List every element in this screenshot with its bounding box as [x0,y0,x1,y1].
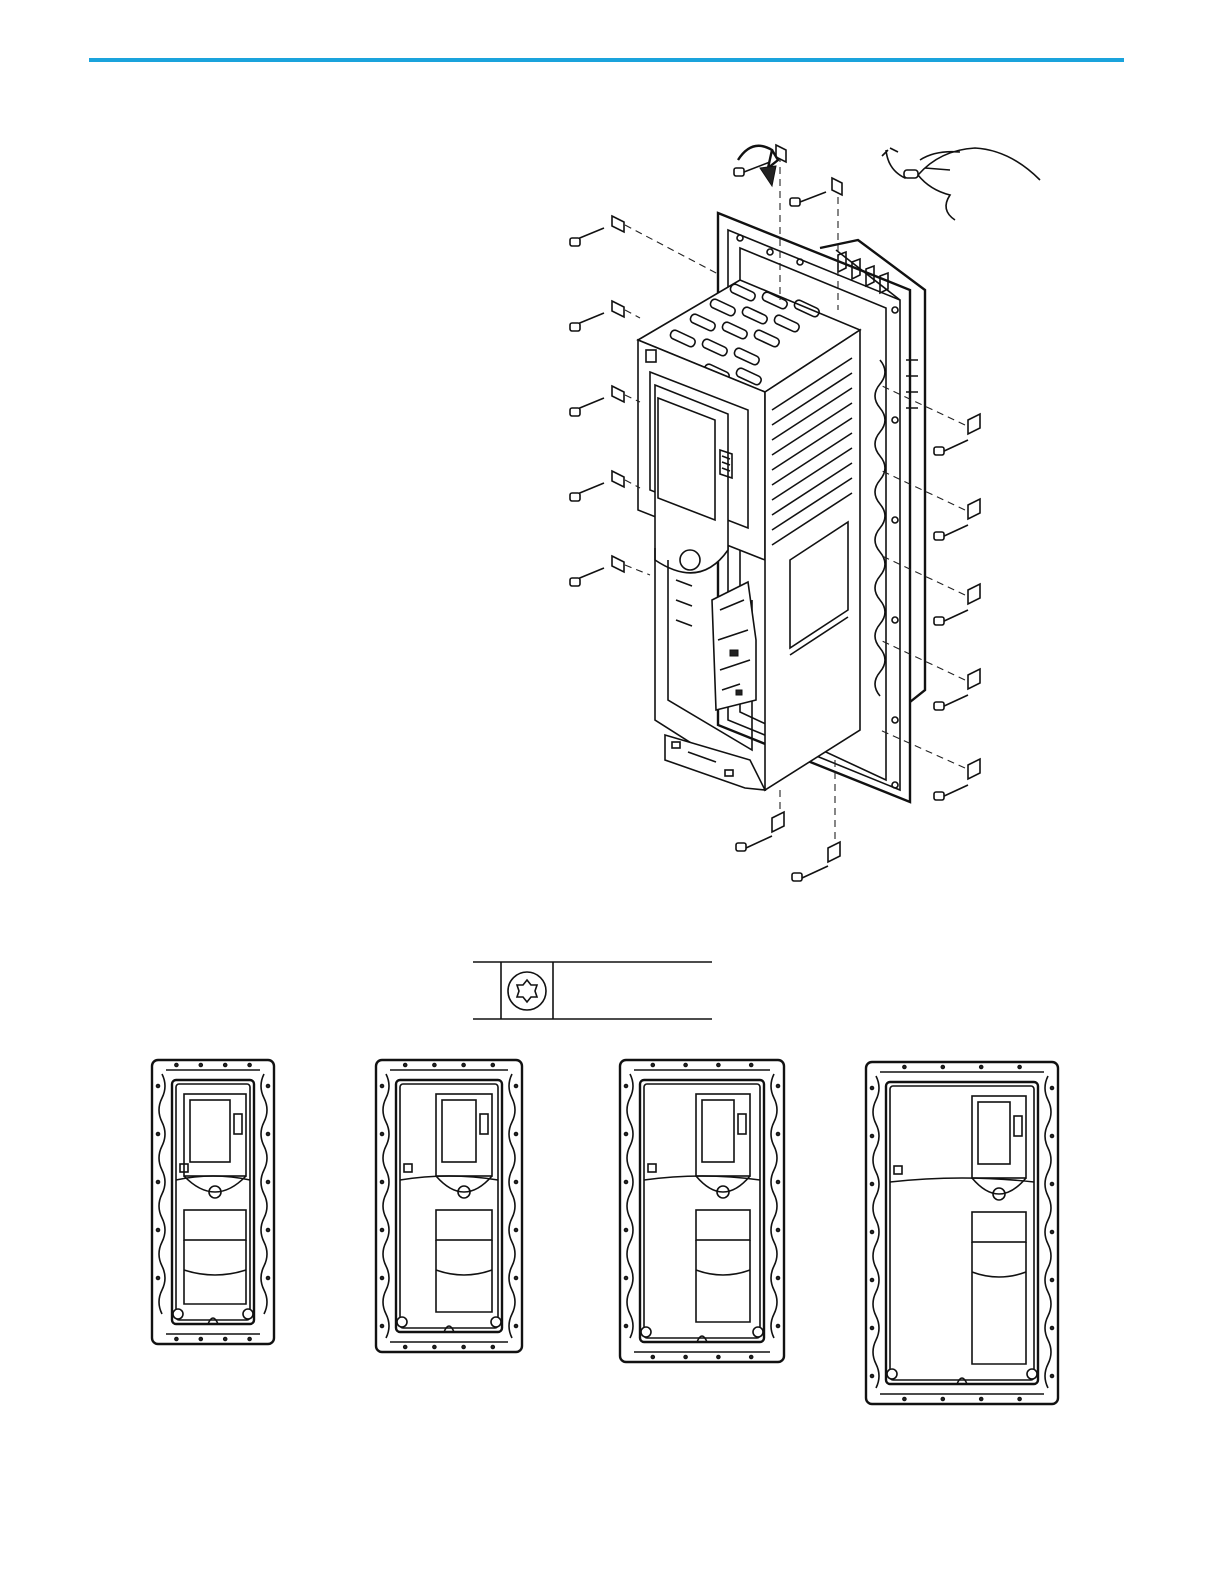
him-keypad [972,1096,1026,1178]
right-bracket-set [934,414,980,800]
frame-view-1 [152,1060,274,1344]
him-keypad [184,1094,246,1176]
frame-view-3 [620,1060,784,1362]
frame-view-4 [866,1062,1058,1404]
exploded-view [570,145,1040,881]
frame-views [152,1060,1058,1404]
bottom-brackets [736,812,840,881]
tool-legend [473,962,712,1019]
rotate-arrow-icon [738,146,778,168]
top-brackets [734,145,842,206]
him-keypad [696,1094,750,1176]
hand-tightening-icon [882,148,1040,220]
torx-bit-icon [508,972,546,1010]
outer-flange [866,1062,1058,1404]
frame-view-2 [376,1060,522,1352]
him-keypad [436,1094,492,1176]
drive-body [638,280,860,790]
left-bracket-set [570,216,624,586]
